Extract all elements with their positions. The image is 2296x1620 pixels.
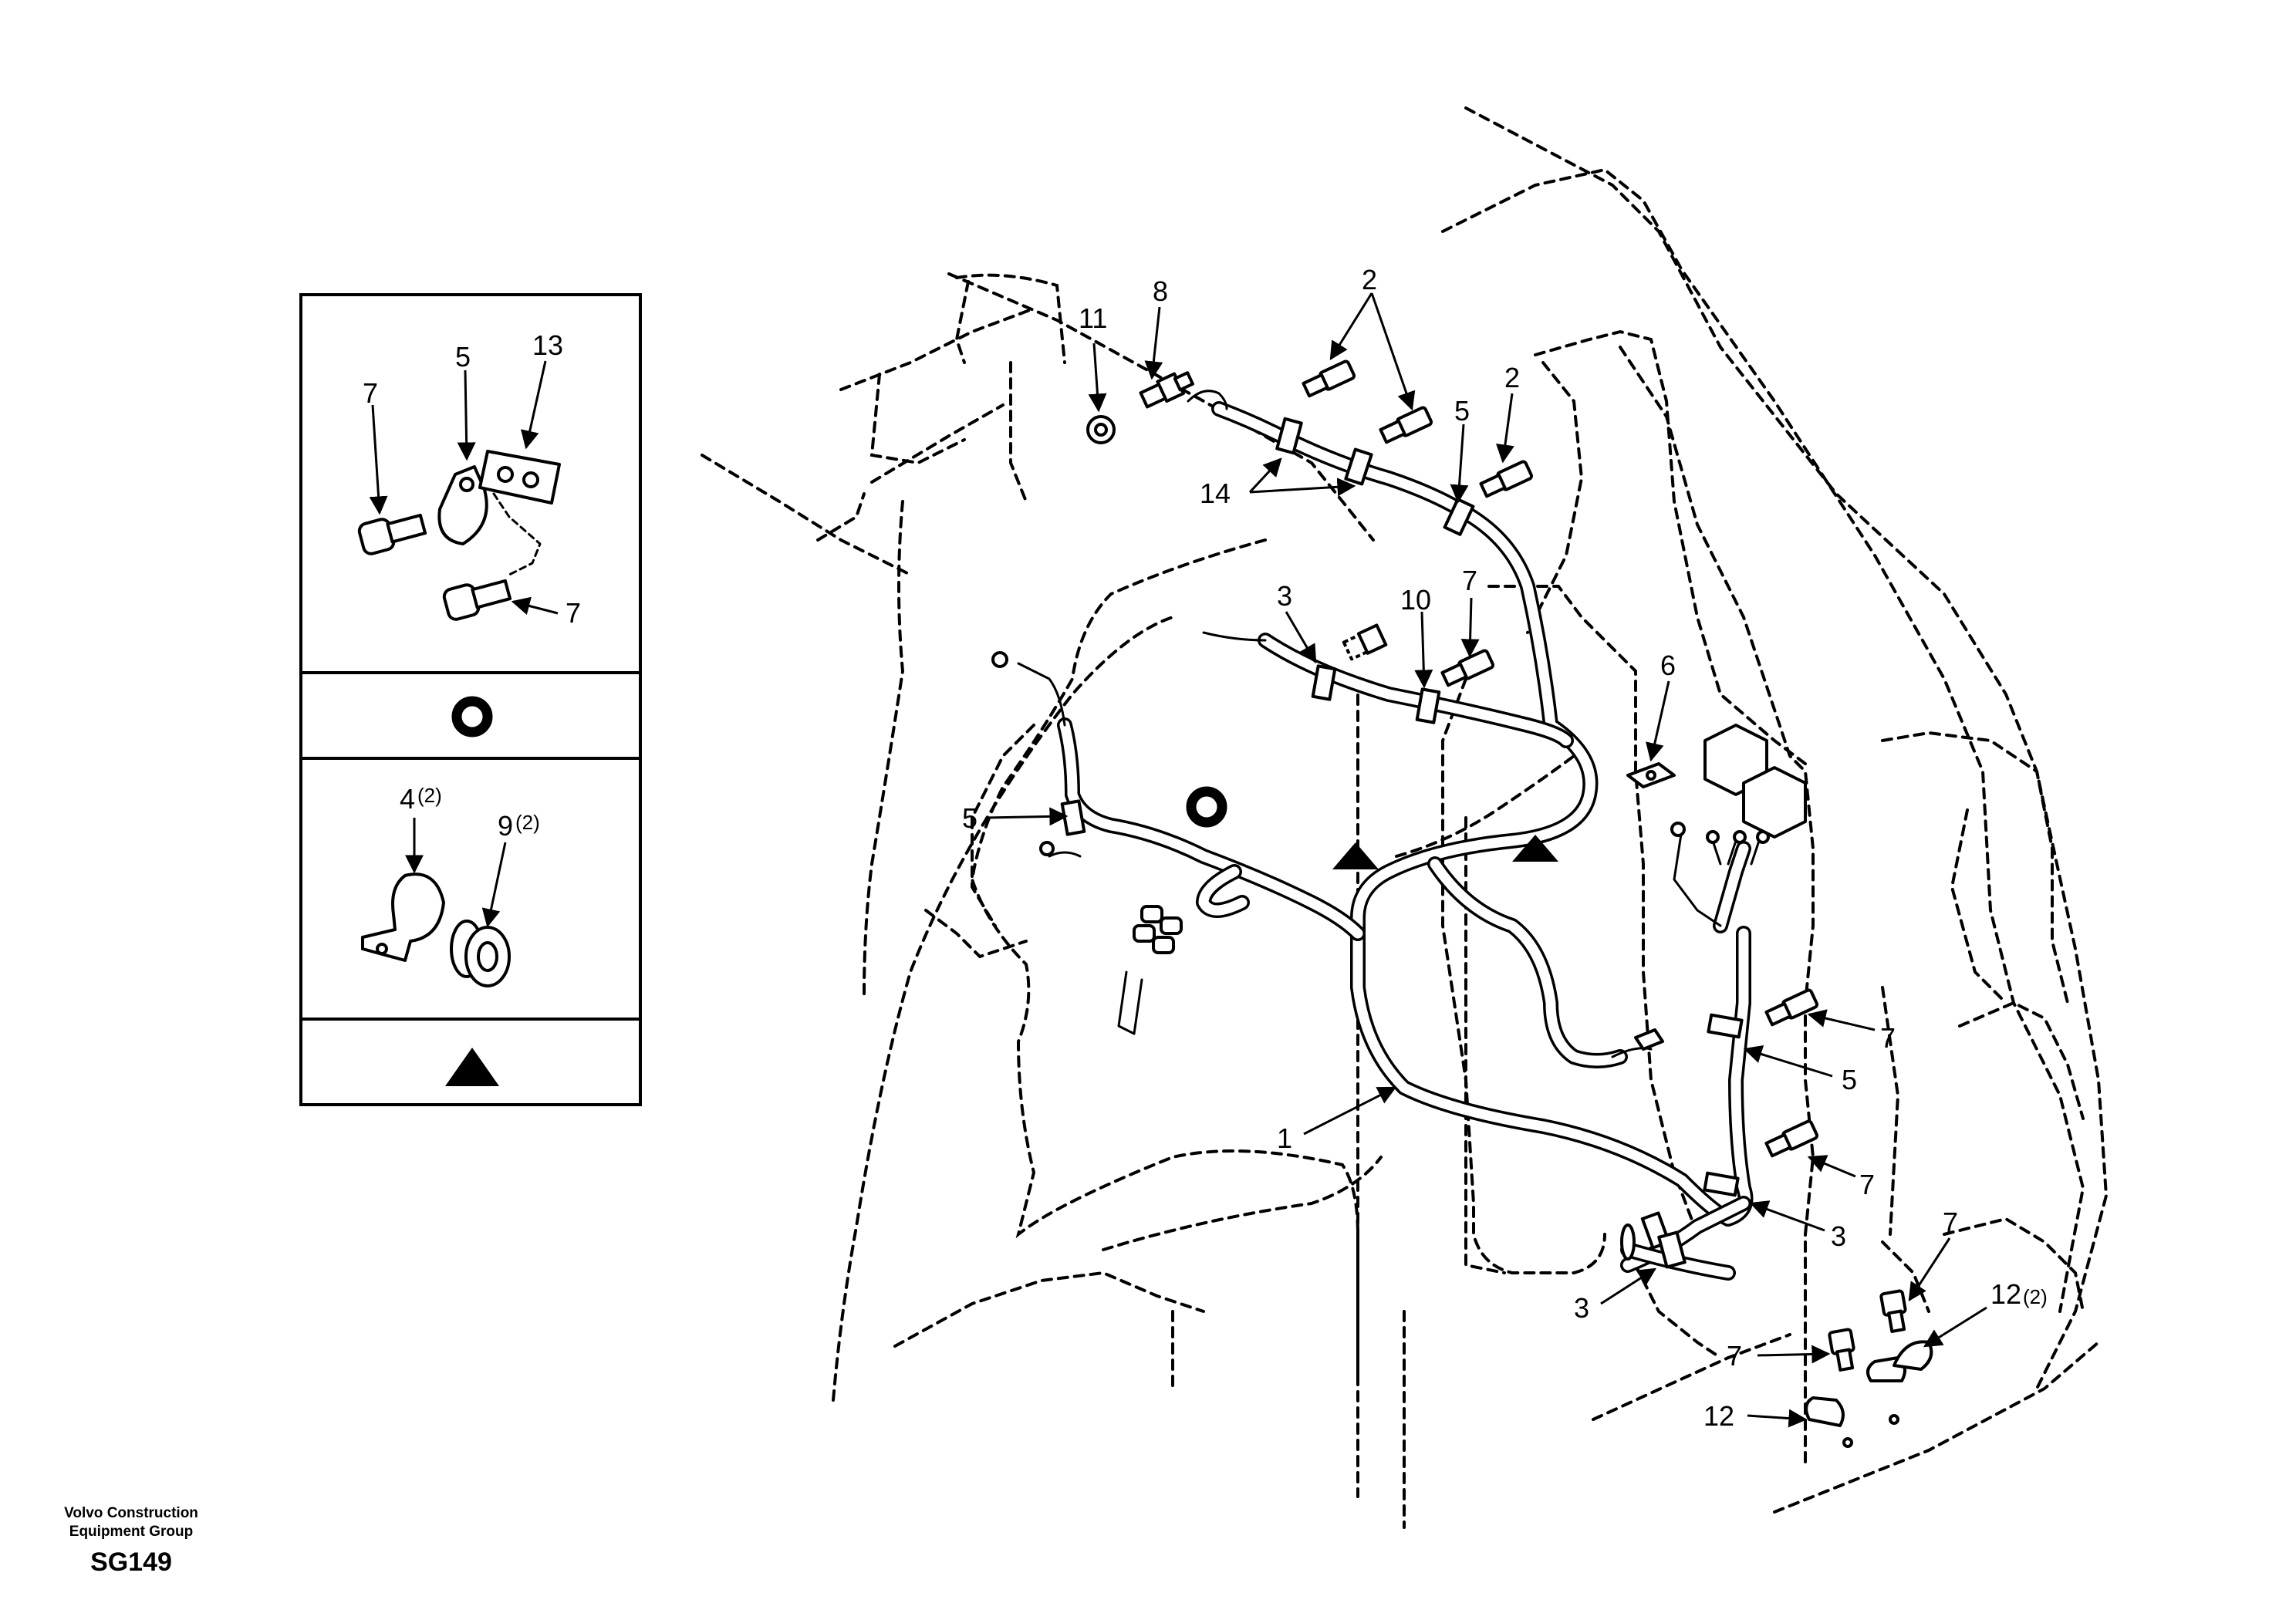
- location-markers: [1186, 786, 1558, 869]
- legend-callout-9-qty: (2): [515, 811, 540, 834]
- callout-6: 6: [1660, 650, 1676, 681]
- callout-5b: 5: [962, 802, 977, 834]
- callout-1: 1: [1277, 1122, 1292, 1154]
- triangle-icon: [445, 1048, 499, 1086]
- callout-2b: 2: [1504, 362, 1520, 393]
- company-line-1: Volvo Construction: [64, 1505, 198, 1521]
- callout-14: 14: [1200, 478, 1231, 509]
- legend-bottom-parts: 4 (2) 9 (2): [361, 783, 540, 987]
- callout-7e: 7: [1727, 1340, 1742, 1372]
- legend-top-parts: 7 5 13 7: [357, 329, 581, 629]
- legend-callout-7b: 7: [566, 597, 581, 629]
- callout-7b: 7: [1880, 1022, 1896, 1054]
- callout-5c: 5: [1842, 1064, 1857, 1095]
- legend-callout-9: 9: [498, 810, 513, 842]
- callout-labels: 11 8 2 2 5 14 3 10 7 6 5 7 5 1 7 3 3 7 1…: [962, 264, 2048, 1432]
- legend-callout-7a: 7: [363, 377, 378, 409]
- callout-11: 11: [1079, 302, 1107, 334]
- legend-callout-4: 4: [400, 783, 415, 815]
- triangle-marker-right: [1512, 835, 1558, 862]
- leader-lines: [985, 292, 1987, 1428]
- callout-10: 10: [1400, 584, 1431, 616]
- clamp-parts: [1805, 1340, 1933, 1448]
- harness-clips: [1060, 417, 1744, 1250]
- main-harness: [1017, 390, 1761, 1273]
- legend-callout-5: 5: [455, 341, 471, 373]
- company-line-2: Equipment Group: [69, 1524, 194, 1540]
- hex-nut-group: [1626, 724, 1807, 839]
- connectors: [991, 651, 1770, 1051]
- pipe-sections: [1620, 1223, 1736, 1281]
- ring-marker: [1186, 786, 1227, 828]
- callout-3a: 3: [1277, 580, 1292, 612]
- triangle-marker-left: [1332, 842, 1379, 869]
- callout-2a: 2: [1362, 264, 1377, 295]
- callout-12b: 12: [1990, 1278, 2021, 1310]
- callout-5a: 5: [1454, 395, 1470, 427]
- drawing-code: SG149: [90, 1547, 172, 1577]
- legend-callout-4-qty: (2): [417, 784, 442, 807]
- callout-7d: 7: [1943, 1207, 1958, 1238]
- ring-icon: [451, 696, 493, 737]
- callout-7a: 7: [1462, 565, 1477, 596]
- company-name: Volvo Construction Equipment Group: [31, 1504, 231, 1541]
- callout-7c: 7: [1859, 1169, 1875, 1200]
- callout-3b: 3: [1831, 1220, 1846, 1252]
- callout-3c: 3: [1574, 1292, 1589, 1324]
- legend-callout-13: 13: [532, 329, 563, 361]
- legend-panel: 7 5 13 7 4 (2) 9 (2): [299, 293, 642, 1106]
- bolts: [1302, 359, 1907, 1372]
- sensor-parts: [1086, 371, 1388, 661]
- callout-8: 8: [1153, 275, 1168, 307]
- callout-12b-qty: (2): [2023, 1285, 2048, 1308]
- callout-12a: 12: [1703, 1400, 1734, 1432]
